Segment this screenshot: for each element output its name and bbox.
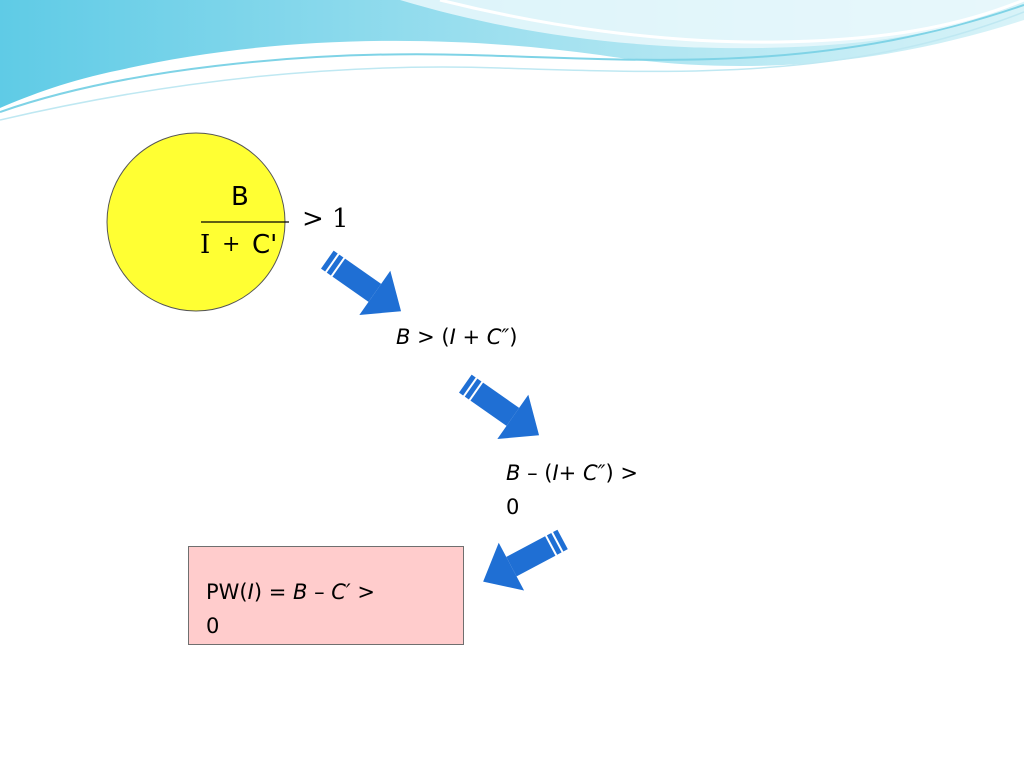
fraction-denominator-plus: + bbox=[222, 232, 241, 257]
fraction-numerator: B bbox=[231, 182, 249, 212]
fraction-denominator-C: C' bbox=[252, 230, 278, 260]
result-equation-line2: 0 bbox=[206, 614, 220, 638]
step2-equation: B – (I+ C″) > bbox=[506, 461, 638, 485]
result-equation: PW(I) = B – C′ > bbox=[206, 580, 375, 604]
fraction-comparison: > 1 bbox=[302, 204, 349, 234]
arrow-right-down-icon bbox=[459, 374, 540, 440]
arrow-left-down-icon bbox=[483, 529, 568, 591]
fraction-denominator-I: I bbox=[200, 230, 211, 260]
step1-equation: B > (I + C″) bbox=[396, 325, 518, 349]
arrow-right-down-icon bbox=[321, 250, 402, 316]
result-box bbox=[188, 546, 464, 645]
step2-equation-line2: 0 bbox=[506, 495, 520, 519]
